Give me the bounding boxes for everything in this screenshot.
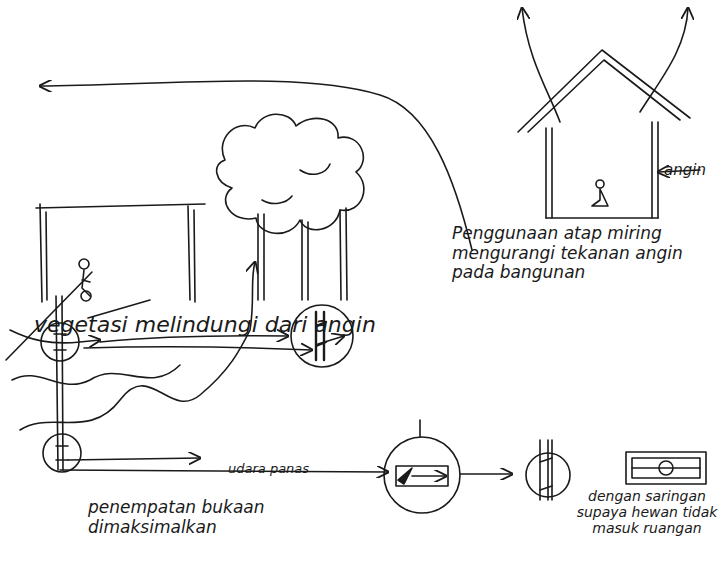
airflow-label: udara panas bbox=[228, 462, 348, 477]
opening-detail-sketch bbox=[6, 262, 706, 513]
wind-label: angin bbox=[664, 162, 724, 179]
pitched-roof-house bbox=[518, 8, 700, 218]
caption-note: vegetasi melindungi dari angin bbox=[34, 312, 434, 337]
caption-note: penempatan bukaan dimaksimalkan bbox=[88, 498, 388, 537]
caption-note: Penggunaan atap miring mengurangi tekana… bbox=[452, 224, 724, 283]
caption-note: dengan saringan supaya hewan tidak masuk… bbox=[572, 488, 722, 536]
